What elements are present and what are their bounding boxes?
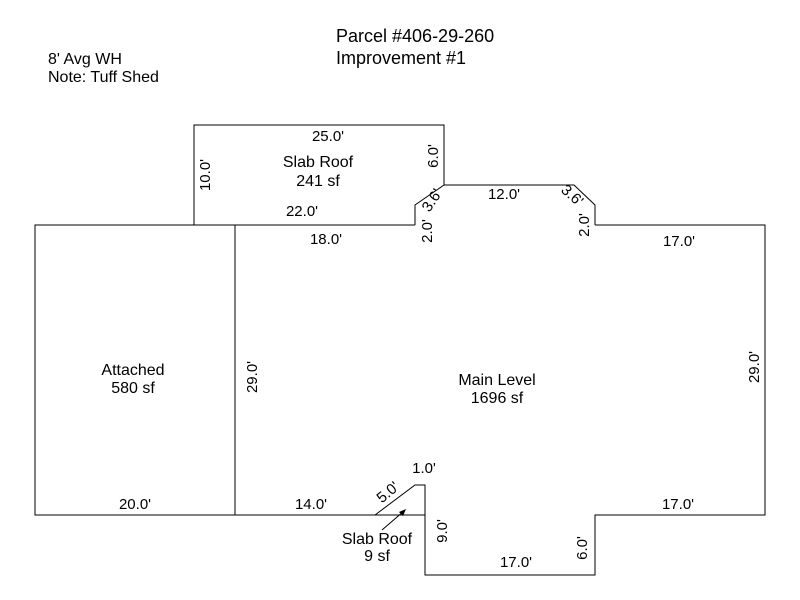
tuff-shed-note: Note: Tuff Shed (48, 69, 159, 86)
wall-height-note: 8' Avg WH (48, 51, 122, 68)
bay-outline (444, 184, 596, 225)
dim-bay-top: 12.0' (488, 186, 520, 203)
slab-roof-top-name: Slab Roof (283, 154, 354, 171)
dim-notch-angle: 5.0' (374, 478, 403, 506)
dim-notch-left: 9.0' (434, 519, 451, 543)
leader-arrowhead (399, 509, 406, 516)
main-level-outline (34, 224, 766, 576)
dim-notch-bottom: 17.0' (500, 554, 532, 571)
dim-attached-bottom: 20.0' (119, 496, 151, 513)
dim-slab-left: 10.0' (197, 159, 214, 191)
dim-notch-right: 6.0' (574, 536, 591, 560)
dim-main-top-left: 18.0' (310, 231, 342, 248)
improvement-label: Improvement #1 (336, 48, 467, 68)
dim-main-right: 29.0' (746, 351, 763, 383)
dim-slab-top: 25.0' (312, 128, 344, 145)
main-level-name: Main Level (458, 372, 535, 389)
slab-roof-outline (193, 124, 445, 225)
parcel-number: Parcel #406-29-260 (336, 26, 495, 46)
dim-bay-right-drop: 2.0' (576, 213, 593, 237)
dim-bay-left-drop: 2.0' (419, 219, 436, 243)
dim-angle-right: 3.6' (558, 181, 587, 210)
main-level-size: 1696 sf (471, 390, 524, 407)
dim-main-bottom-left: 14.0' (295, 496, 327, 513)
dim-angle-left: 3.6' (419, 186, 446, 215)
leader-arrow (381, 510, 405, 531)
slab-roof-small-name: Slab Roof (342, 531, 413, 548)
dim-notch-top: 1.0' (412, 460, 436, 477)
dim-slab-right: 6.0' (425, 144, 442, 168)
attached-name: Attached (101, 362, 164, 379)
dim-main-left: 29.0' (244, 361, 261, 393)
slab-roof-top-size: 241 sf (296, 173, 340, 190)
dim-slab-bottom: 22.0' (286, 203, 318, 220)
attached-size: 580 sf (111, 380, 155, 397)
slab-roof-small-size: 9 sf (364, 548, 390, 565)
dim-main-top-right: 17.0' (663, 233, 695, 250)
dim-main-bottom-right: 17.0' (662, 496, 694, 513)
